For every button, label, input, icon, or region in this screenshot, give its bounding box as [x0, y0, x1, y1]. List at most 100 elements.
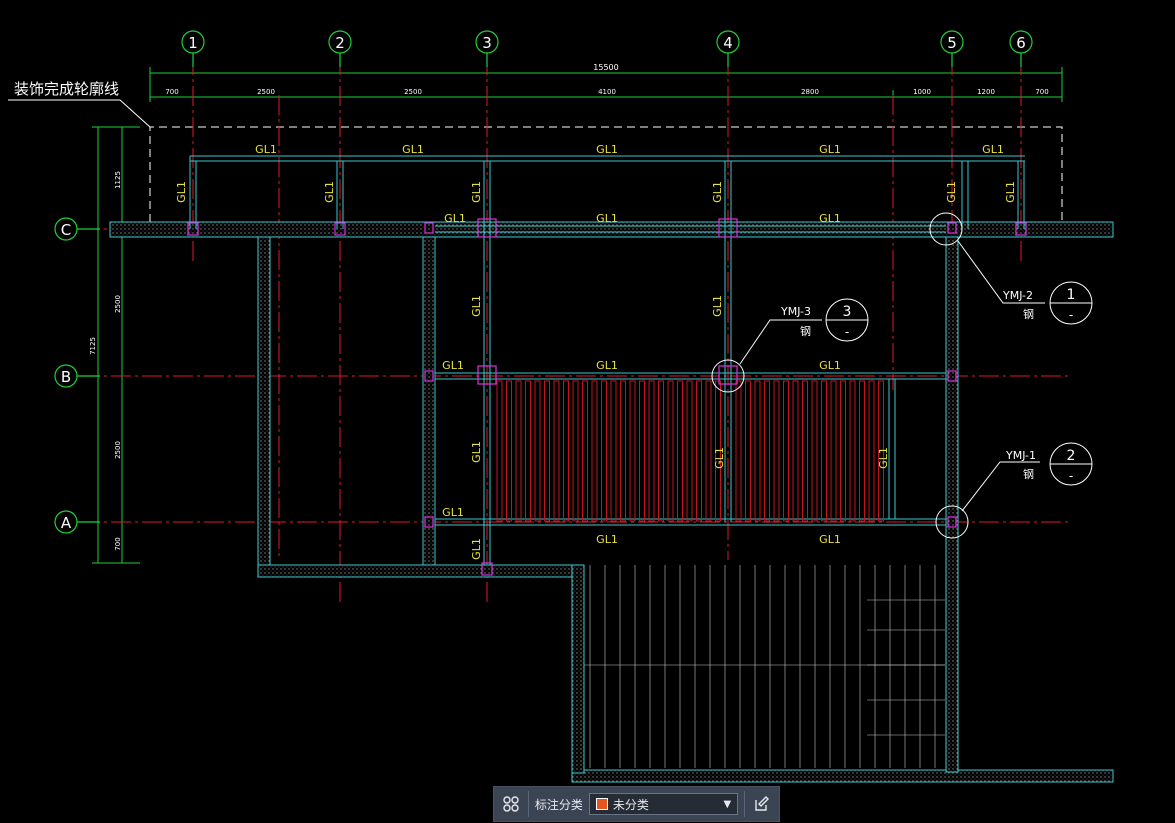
callout-den: -: [1069, 469, 1073, 483]
callout-num: 1: [1067, 287, 1076, 303]
dim-text: 700: [1035, 88, 1048, 96]
beam-label: GL1: [711, 181, 724, 203]
dim-text: 4100: [598, 88, 616, 96]
beam-label: GL1: [819, 212, 841, 225]
slat: [506, 380, 512, 522]
slat: [572, 380, 579, 522]
beam-label: GL1: [470, 538, 483, 560]
top-dimension-texts: 700 2500 2500 4100 2800 1000 1200 700: [165, 88, 1048, 96]
beam-label: GL1: [819, 359, 841, 372]
columns: [187, 218, 1027, 576]
slat: [677, 380, 683, 522]
beam-label: GL1: [819, 533, 841, 546]
outline-leader: [8, 99, 151, 128]
stair-treads: [584, 565, 945, 768]
callout-sub: 钢: [1023, 468, 1034, 481]
beam-label: GL1: [442, 506, 464, 519]
callout-circles: [711, 212, 1093, 539]
column: [334, 222, 346, 236]
slat: [667, 380, 674, 522]
axis-number: 2: [335, 34, 345, 52]
slat: [620, 380, 626, 522]
beam-label: GL1: [596, 143, 618, 156]
annotation-toolbar: 标注分类 未分类 ▼: [493, 786, 780, 822]
slat: [639, 380, 645, 522]
beam-label: GL1: [470, 295, 483, 317]
axis-bubbles-top: [181, 30, 1033, 67]
toolbar-divider: [744, 791, 746, 817]
axis-number: 6: [1016, 34, 1026, 52]
beam-label: GL1: [596, 533, 618, 546]
slat: [658, 380, 664, 522]
callout-num: 3: [843, 304, 852, 320]
slat: [496, 380, 503, 522]
slat: [563, 380, 569, 522]
callout-den: -: [1069, 308, 1073, 322]
beam-label: GL1: [945, 181, 958, 203]
slat: [849, 380, 856, 522]
edit-icon[interactable]: [745, 787, 779, 821]
column: [481, 562, 493, 576]
slat: [859, 380, 865, 522]
category-select[interactable]: 未分类 ▼: [588, 793, 739, 815]
callout-code: YMJ-1: [1005, 449, 1036, 462]
dim-text: 2500: [114, 295, 122, 313]
toolbar-divider: [527, 791, 529, 817]
beam-label: GL1: [711, 295, 724, 317]
outline-label: 装饰完成轮廓线: [14, 80, 119, 98]
slat: [610, 380, 617, 522]
beam-frame: [189, 155, 1025, 565]
slat: [773, 380, 780, 522]
column: [718, 365, 738, 385]
beam-label: GL1: [402, 143, 424, 156]
dim-text: 1125: [114, 171, 122, 189]
dim-text: 700: [114, 537, 122, 550]
slat: [648, 380, 655, 522]
beam-label: GL1: [877, 447, 890, 469]
beam-label: GL1: [470, 181, 483, 203]
slat-grating: [496, 380, 884, 522]
slat: [811, 380, 818, 522]
slat: [544, 380, 550, 522]
column: [1015, 222, 1027, 236]
slat: [705, 380, 712, 522]
slat: [745, 380, 751, 522]
slat: [553, 380, 560, 522]
axis-letters: C B A: [61, 221, 72, 532]
grid-icon[interactable]: [494, 787, 528, 821]
callout-sub: 钢: [1023, 308, 1034, 321]
column: [424, 516, 434, 528]
axis-letter: A: [61, 514, 72, 532]
slat: [830, 380, 837, 522]
callout-den: -: [845, 325, 849, 339]
axis-bubbles-left: [54, 217, 100, 534]
beam-label: GL1: [596, 359, 618, 372]
axis-number: 4: [723, 34, 733, 52]
callout-texts: YMJ-2 钢 1 - YMJ-3 钢 3 - YMJ-1 钢 2 -: [780, 287, 1075, 483]
column: [424, 222, 434, 234]
top-dimension-chain: [149, 67, 1063, 102]
slat: [591, 380, 598, 522]
dim-text: 2500: [404, 88, 422, 96]
beam-label: GL1: [442, 359, 464, 372]
callout-sub: 钢: [800, 325, 811, 338]
column: [477, 365, 497, 385]
dim-text: 2500: [114, 441, 122, 459]
slat: [792, 380, 799, 522]
beam-label: GL1: [470, 441, 483, 463]
slat: [764, 380, 770, 522]
column: [947, 222, 957, 234]
column: [947, 516, 957, 528]
axis-numbers: 1 2 3 4 5 6: [188, 34, 1026, 52]
slat: [840, 380, 846, 522]
axis-number: 3: [482, 34, 492, 52]
column: [424, 370, 434, 382]
slab-strip-bottom: [571, 769, 1114, 783]
dim-text: 1200: [977, 88, 995, 96]
beam-label: GL1: [175, 181, 188, 203]
annotation-category-label: 标注分类: [534, 797, 583, 812]
slat: [525, 380, 531, 522]
slat: [715, 380, 721, 522]
